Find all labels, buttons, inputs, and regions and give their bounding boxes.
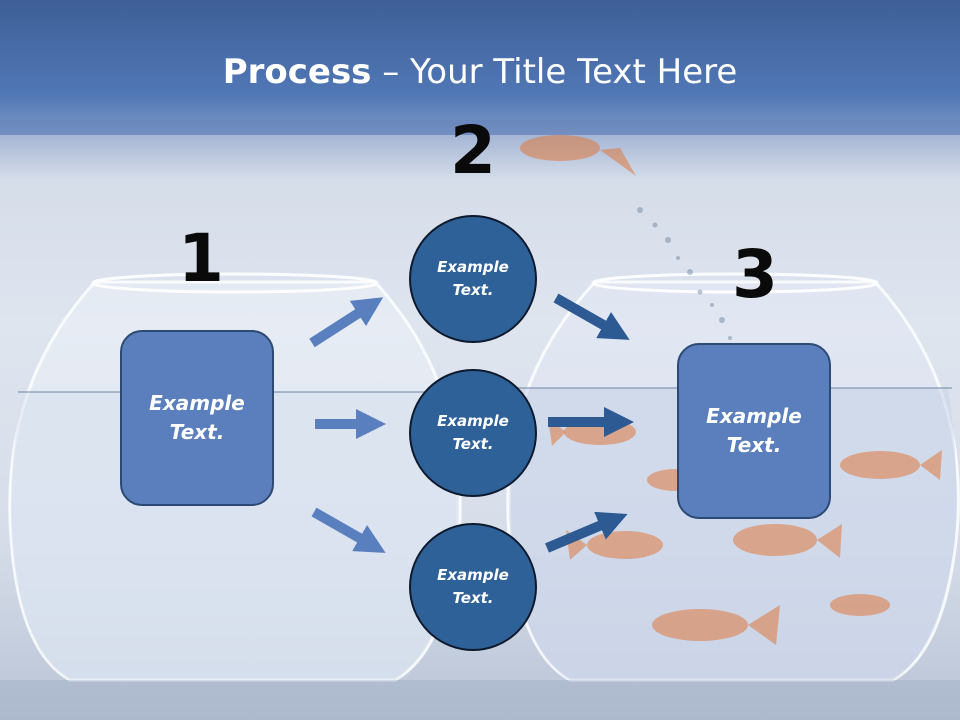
arrow-1-to-bottom xyxy=(311,507,386,553)
circle-middle: Example Text. xyxy=(409,369,537,497)
step-number-1: 1 xyxy=(178,220,224,297)
step-number-3: 3 xyxy=(732,236,778,313)
arrow-1-to-top xyxy=(309,297,384,348)
arrow-bottom-to-3 xyxy=(545,511,628,553)
step-number-2: 2 xyxy=(450,112,496,189)
title-band xyxy=(0,0,960,135)
left-text-box: Example Text. xyxy=(120,330,274,506)
right-text-box: Example Text. xyxy=(677,343,831,519)
arrow-top-to-3 xyxy=(553,293,630,340)
title-bold: Process xyxy=(222,52,372,92)
circle-bottom: Example Text. xyxy=(409,523,537,651)
circle-top: Example Text. xyxy=(409,215,537,343)
title-band-fade xyxy=(0,120,960,180)
slide-title: Process – Your Title Text Here xyxy=(0,52,960,92)
title-rest: – Your Title Text Here xyxy=(371,52,738,92)
